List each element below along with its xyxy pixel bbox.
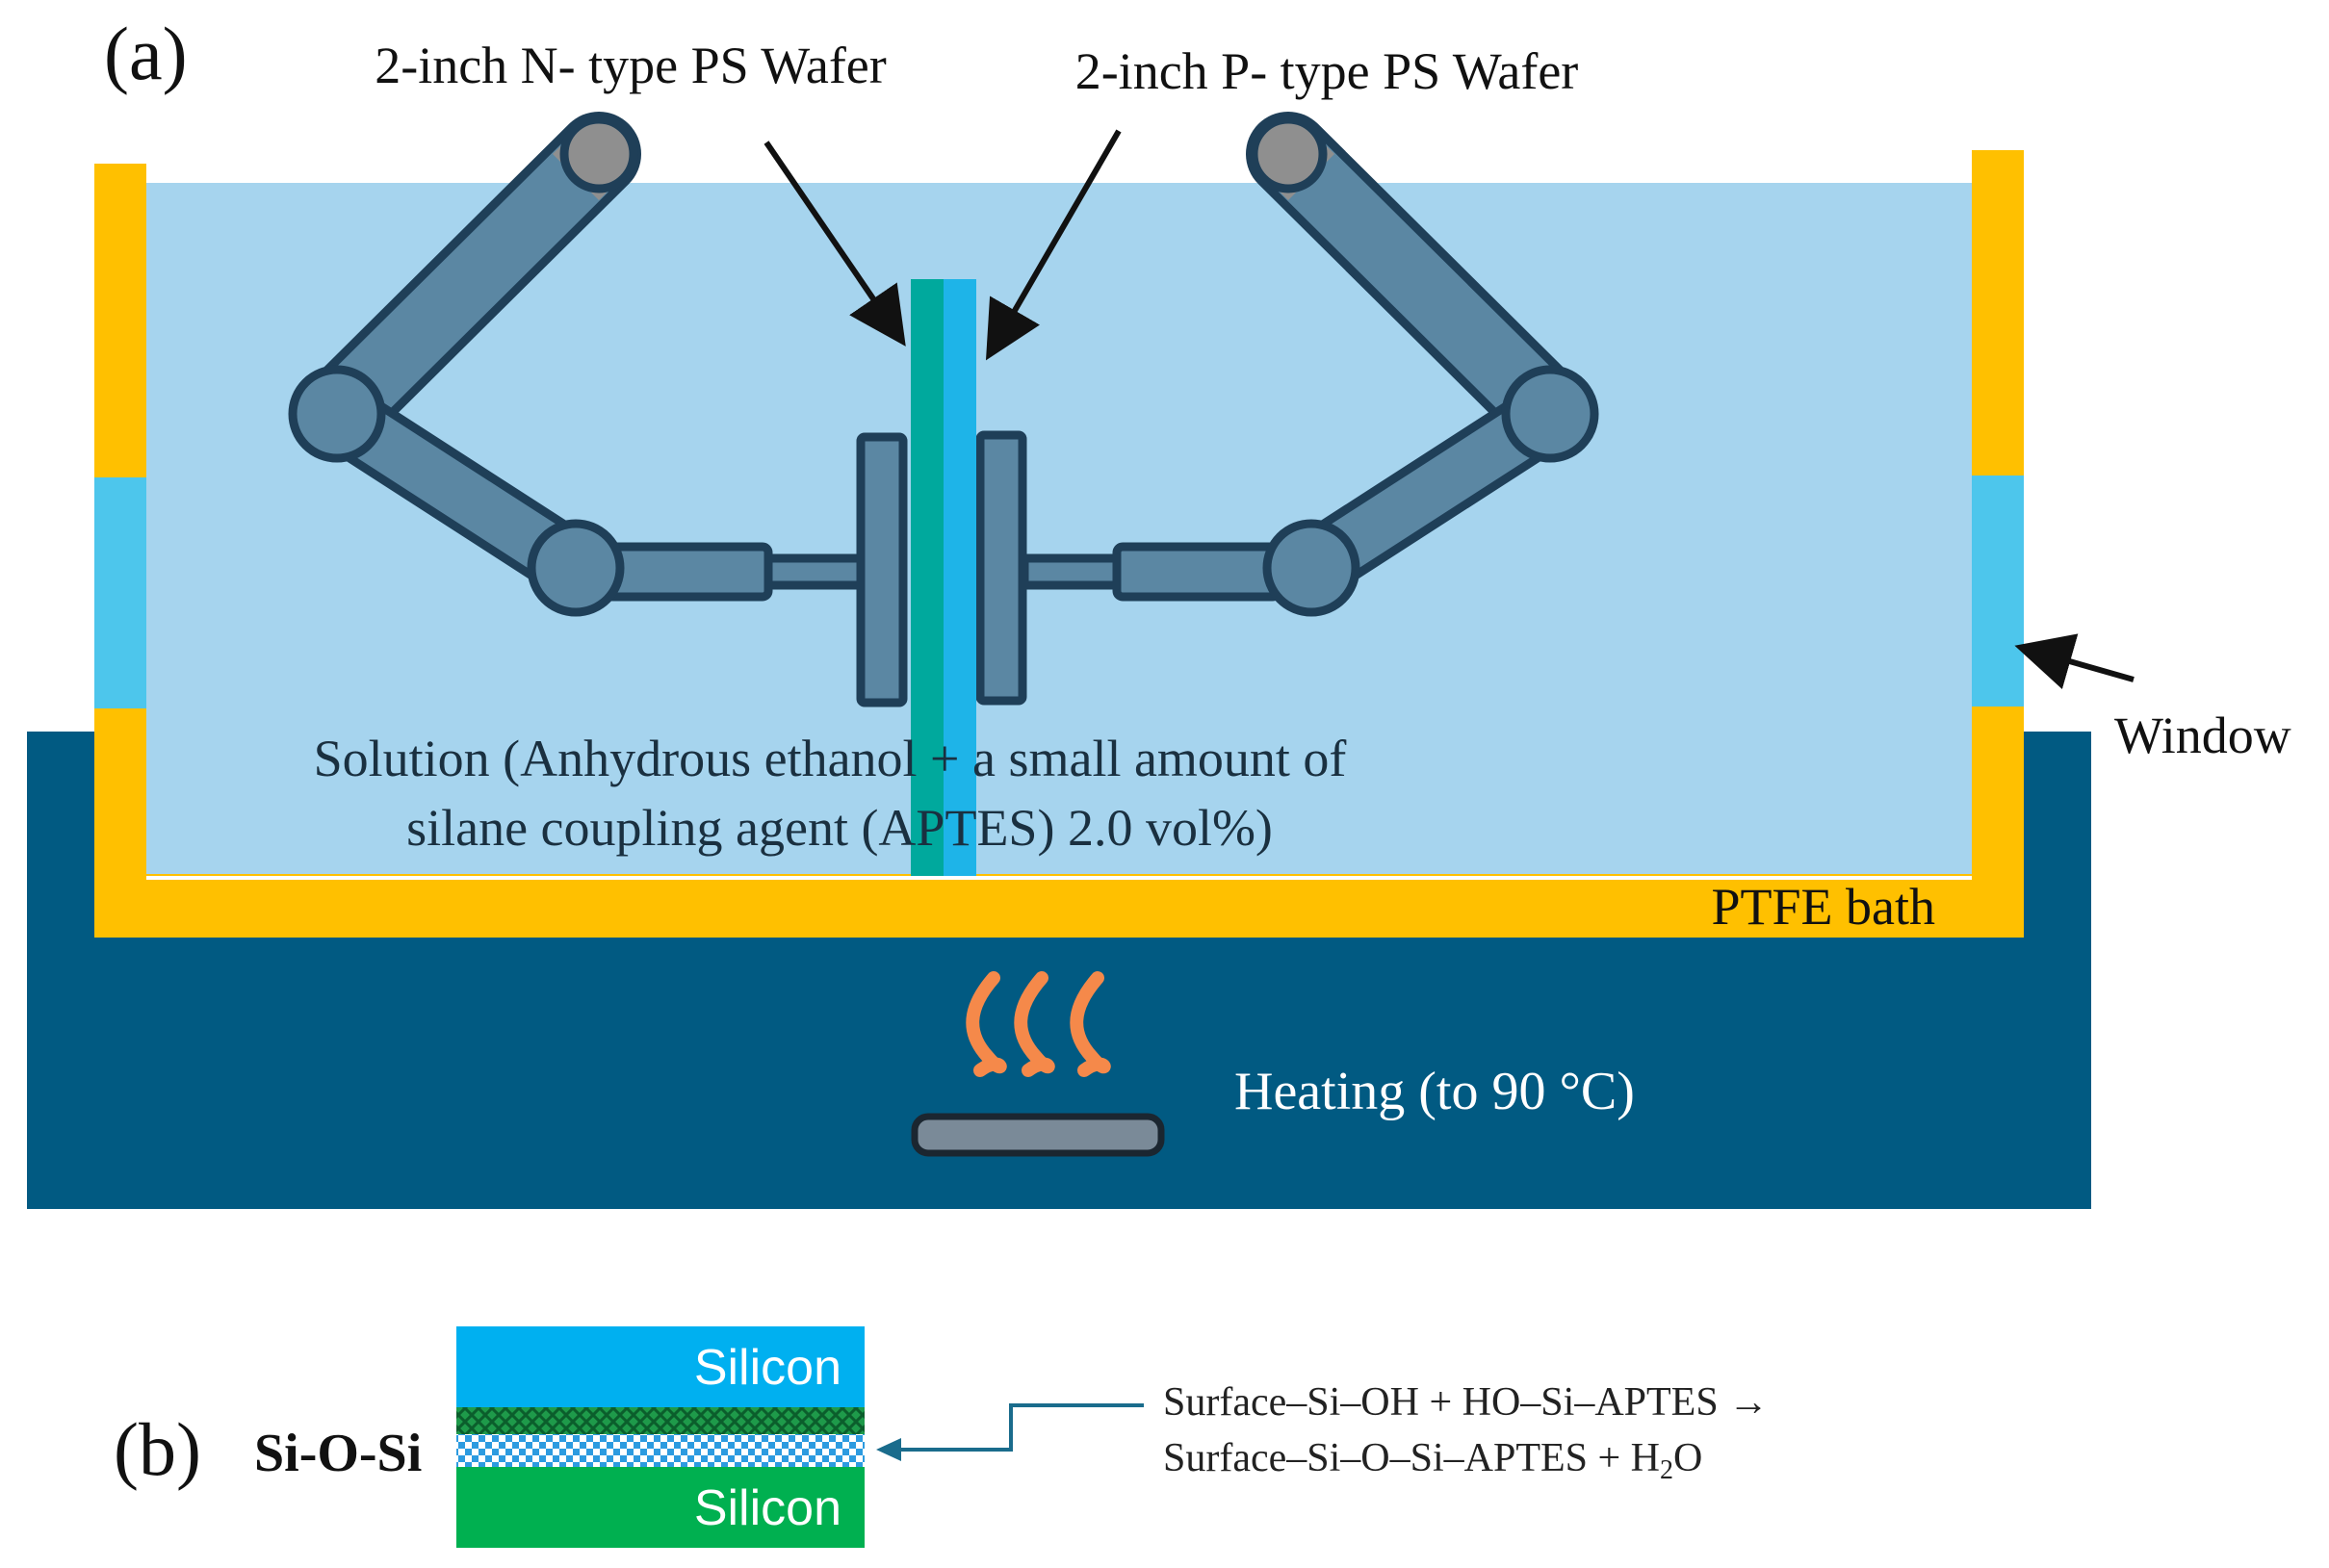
heater-element [911, 1113, 1165, 1157]
n-wafer-label: 2-inch N- type PS Wafer [375, 37, 887, 94]
reaction-line2-suffix: O [1673, 1436, 1702, 1480]
window-label: Window [2114, 707, 2291, 764]
p-wafer-label: 2-inch P- type PS Wafer [1075, 42, 1579, 100]
heat-waves-icon [966, 971, 1111, 1077]
panel-a-label: (a) [104, 12, 188, 95]
crosshatch-layer [456, 1407, 865, 1434]
silicon-top-label: Silicon [694, 1340, 841, 1396]
solution-label-line1: Solution (Anhydrous ethanol + a small am… [314, 730, 1347, 787]
reaction-arrowhead [876, 1438, 901, 1461]
reaction-line1: Surface–Si–OH + HO–Si–APTES → [1163, 1380, 1769, 1425]
right-robot-arm [975, 112, 1599, 706]
silicon-bottom-layer [456, 1467, 865, 1548]
n-wafer-arrow [763, 141, 906, 347]
ptfe-floor [94, 874, 2024, 938]
p-type-wafer [944, 279, 976, 876]
reaction-line2-subscript: 2 [1660, 1455, 1673, 1485]
reaction-line2: Surface–Si–O–Si–APTES + H2O [1163, 1436, 1702, 1485]
panel-b-label: (b) [114, 1407, 201, 1491]
window-right [1972, 476, 2024, 707]
ptfe-left-wall-upper [94, 164, 146, 477]
reaction-line2-prefix: Surface–Si–O–Si–APTES + H [1163, 1436, 1660, 1480]
solution-label-line2: silane coupling agent (APTES) 2.0 vol%) [406, 799, 1273, 857]
ptfe-right-wall-upper [1972, 150, 2024, 476]
heating-label: Heating (to 90 °C) [1234, 1062, 1635, 1121]
checker-layer [456, 1434, 865, 1467]
ptfe-bath-label: PTFE bath [1711, 878, 1935, 936]
silicon-bottom-label: Silicon [694, 1480, 841, 1536]
window-left [94, 477, 146, 708]
bond-label: Si-O-Si [254, 1424, 422, 1483]
window-arrow [2014, 633, 2135, 690]
n-type-wafer [911, 279, 944, 876]
left-robot-arm [288, 112, 908, 707]
p-wafer-arrow [985, 129, 1122, 361]
panel-a: (a) [27, 12, 2291, 1209]
panel-b: (b) Si-O-Si Silicon Silicon Surface–Si–O… [114, 1326, 1769, 1548]
silicon-top-layer [456, 1326, 865, 1407]
reaction-arrow [893, 1403, 1144, 1452]
